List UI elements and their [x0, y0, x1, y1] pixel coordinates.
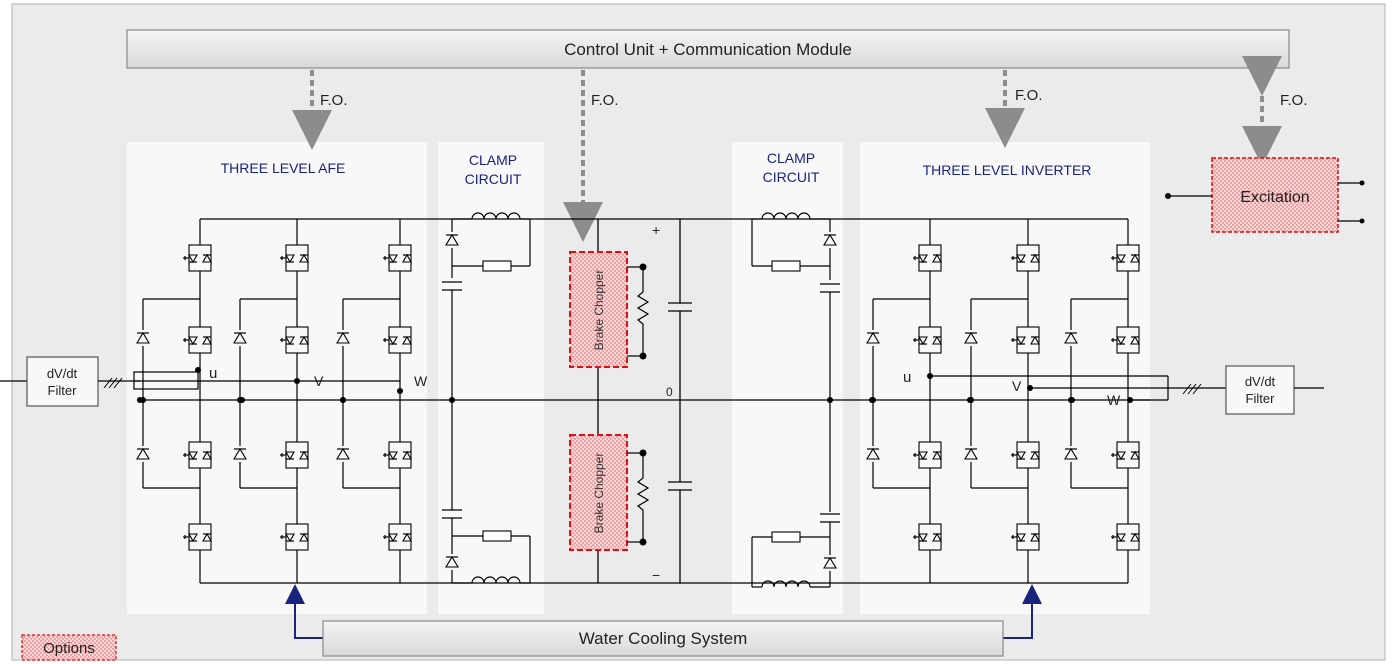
- clamp-left-bottom-diode: [445, 555, 459, 568]
- brake-chopper-bottom-label: Brake Chopper: [592, 453, 606, 534]
- afe-leg-3: [336, 219, 412, 583]
- brake-chopper-top-label: Brake Chopper: [592, 270, 606, 351]
- dc-plus-label: +: [652, 222, 660, 238]
- inverter-leg-1: [866, 219, 942, 583]
- legend-options: Options: [21, 634, 117, 661]
- inv-phase-v: V: [1012, 378, 1022, 394]
- clamp-right-top-diode: [823, 233, 837, 246]
- afe-leg-1-clamp-diode-top: [136, 331, 150, 344]
- dc-bus-lines: [140, 218, 1150, 584]
- inverter-leg-2-switch-3: [1011, 441, 1040, 469]
- afe-leg-1-clamp-diode-bottom: [136, 447, 150, 460]
- afe-leg-2-clamp-diode-top: [233, 331, 247, 344]
- clamp-left: [442, 212, 531, 584]
- fo-arrow-excitation: F.O.: [1242, 56, 1308, 166]
- dvdt-filter-input[interactable]: dV/dt Filter: [0, 356, 140, 407]
- inverter-block: [860, 142, 1150, 614]
- clamp-left-title-2: CIRCUIT: [465, 171, 522, 187]
- fo-label-afe: F.O.: [320, 92, 348, 109]
- inverter-leg-3-clamp-diode-top: [1064, 331, 1078, 344]
- legend-options-label: Options: [43, 640, 95, 657]
- inverter-leg-1-clamp-diode-top: [866, 331, 880, 344]
- clamp-right-title-1: CLAMP: [767, 150, 815, 166]
- control-unit-label: Control Unit + Communication Module: [564, 40, 852, 59]
- afe-leg-2-switch-4: [280, 523, 309, 551]
- afe-phase-u: u: [209, 365, 217, 382]
- fo-label-inverter: F.O.: [1015, 87, 1043, 104]
- afe-block: [127, 142, 427, 614]
- fo-arrow-afe: F.O.: [292, 70, 348, 150]
- inverter-leg-3: [1064, 219, 1140, 583]
- brake-chopper-top[interactable]: Brake Chopper: [569, 219, 650, 435]
- dc-link-capacitors: [668, 219, 692, 583]
- afe-leg-1-switch-3: [183, 441, 212, 469]
- afe-leg-2-clamp-diode-bottom: [233, 447, 247, 460]
- dvdt-output-line2: Filter: [1246, 391, 1276, 406]
- dvdt-output-line1: dV/dt: [1245, 374, 1276, 389]
- afe-leg-1: [136, 219, 212, 583]
- excitation-box[interactable]: Excitation: [1211, 157, 1339, 233]
- clamp-right-bottom-diode: [823, 556, 837, 569]
- inv-phase-w: W: [1107, 392, 1121, 408]
- cooling-arrows: [285, 584, 1042, 639]
- brake-chopper-bottom[interactable]: Brake Chopper: [569, 434, 650, 583]
- water-cooling-label: Water Cooling System: [579, 629, 747, 648]
- dvdt-input-line2: Filter: [48, 383, 78, 398]
- dvdt-input-line1: dV/dt: [47, 366, 78, 381]
- dc-minus-label: −: [652, 567, 660, 583]
- afe-leg-3-clamp-diode-bottom: [336, 447, 350, 460]
- afe-leg-1-switch-4: [183, 523, 212, 551]
- inverter-leg-2-clamp-diode-top: [964, 331, 978, 344]
- dvdt-filter-output[interactable]: dV/dt Filter: [1168, 365, 1324, 415]
- dc-zero-label: 0: [666, 385, 673, 399]
- inverter-leg-2-clamp-diode-bottom: [964, 447, 978, 460]
- control-unit-box[interactable]: Control Unit + Communication Module: [126, 29, 1290, 69]
- inverter-title: THREE LEVEL INVERTER: [923, 162, 1092, 178]
- afe-title: THREE LEVEL AFE: [221, 160, 346, 176]
- water-cooling-system-box[interactable]: Water Cooling System: [322, 620, 1004, 657]
- inv-phase-u: u: [903, 369, 911, 386]
- afe-phase-w: W: [414, 373, 428, 389]
- clamp-right-title-2: CIRCUIT: [763, 169, 820, 185]
- clamp-left-title-1: CLAMP: [469, 152, 517, 168]
- fo-arrow-brake: F.O.: [563, 70, 619, 242]
- excitation-label: Excitation: [1240, 189, 1309, 206]
- converter-legs: [136, 219, 1140, 583]
- afe-leg-2: [233, 219, 309, 583]
- clamp-circuits: [442, 212, 840, 588]
- fo-arrow-inverter: F.O.: [985, 70, 1043, 148]
- inverter-leg-2: [964, 219, 1040, 583]
- clamp-circuit-right-block: [732, 142, 843, 614]
- clamp-right: [751, 212, 840, 588]
- inverter-leg-3-clamp-diode-bottom: [1064, 447, 1078, 460]
- inverter-leg-3-switch-4: [1111, 523, 1140, 551]
- inverter-leg-1-clamp-diode-bottom: [866, 447, 880, 460]
- afe-leg-3-clamp-diode-top: [336, 331, 350, 344]
- fo-label-brake: F.O.: [591, 92, 619, 109]
- fo-label-excitation: F.O.: [1280, 92, 1308, 109]
- clamp-left-top-diode: [445, 233, 459, 246]
